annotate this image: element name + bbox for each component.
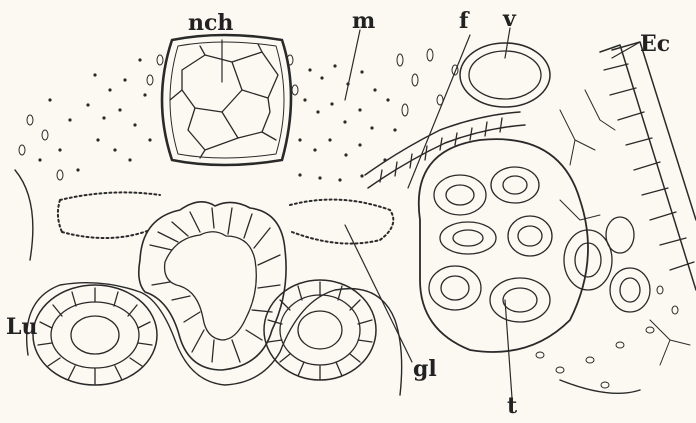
label-t: t xyxy=(507,395,517,417)
central-tube xyxy=(139,202,286,370)
branching-strands xyxy=(560,90,690,365)
fibrous-band xyxy=(365,112,525,188)
ec-leader-line xyxy=(612,42,640,58)
label-v: v xyxy=(503,8,516,30)
f-leader-line xyxy=(408,35,470,188)
right-lumen-ring xyxy=(264,280,376,380)
t-leader-line xyxy=(505,300,512,398)
left-lumen-ring xyxy=(33,285,157,385)
gl-leader-line xyxy=(345,225,412,362)
notochord xyxy=(162,35,291,165)
label-lu: Lu xyxy=(6,316,37,338)
label-gl: gl xyxy=(413,358,437,380)
mesenchyme-stipple xyxy=(38,58,396,181)
vessel xyxy=(460,43,550,107)
label-m: m xyxy=(352,10,375,32)
lower-strand xyxy=(560,380,640,393)
label-ec: Ec xyxy=(640,33,670,55)
tubule-cluster xyxy=(419,139,650,352)
outer-membrane xyxy=(27,283,402,395)
left-strand xyxy=(15,170,33,260)
label-nch: nch xyxy=(188,12,233,34)
label-f: f xyxy=(459,10,468,32)
m-leader-line xyxy=(345,30,360,100)
ectoderm-band xyxy=(600,42,696,290)
